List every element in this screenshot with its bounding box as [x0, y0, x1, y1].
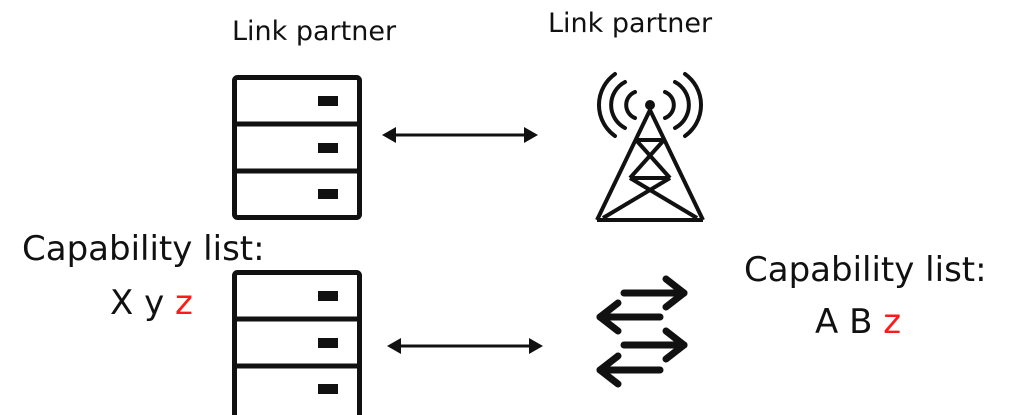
link-partner-label-left: Link partner — [232, 16, 397, 47]
capability-item-highlight: z — [175, 283, 193, 323]
server-rack-icon — [232, 75, 362, 220]
capability-list-values-left: X y z — [110, 286, 193, 320]
exchange-arrows-icon — [592, 275, 692, 390]
capability-item: X — [110, 283, 134, 323]
capability-item: B — [849, 302, 873, 342]
double-headed-arrow-icon — [380, 122, 540, 148]
server-rack-icon — [232, 270, 362, 415]
capability-item: A — [815, 302, 839, 342]
double-headed-arrow-icon — [385, 333, 545, 359]
capability-list-values-right: A B z — [815, 305, 901, 339]
capability-list-heading-left: Capability list: — [22, 229, 265, 269]
radio-tower-icon — [585, 70, 715, 230]
link-partner-label-right: Link partner — [548, 8, 713, 39]
capability-list-heading-right: Capability list: — [744, 250, 987, 290]
capability-item-highlight: z — [883, 302, 902, 342]
capability-item: y — [144, 283, 165, 323]
